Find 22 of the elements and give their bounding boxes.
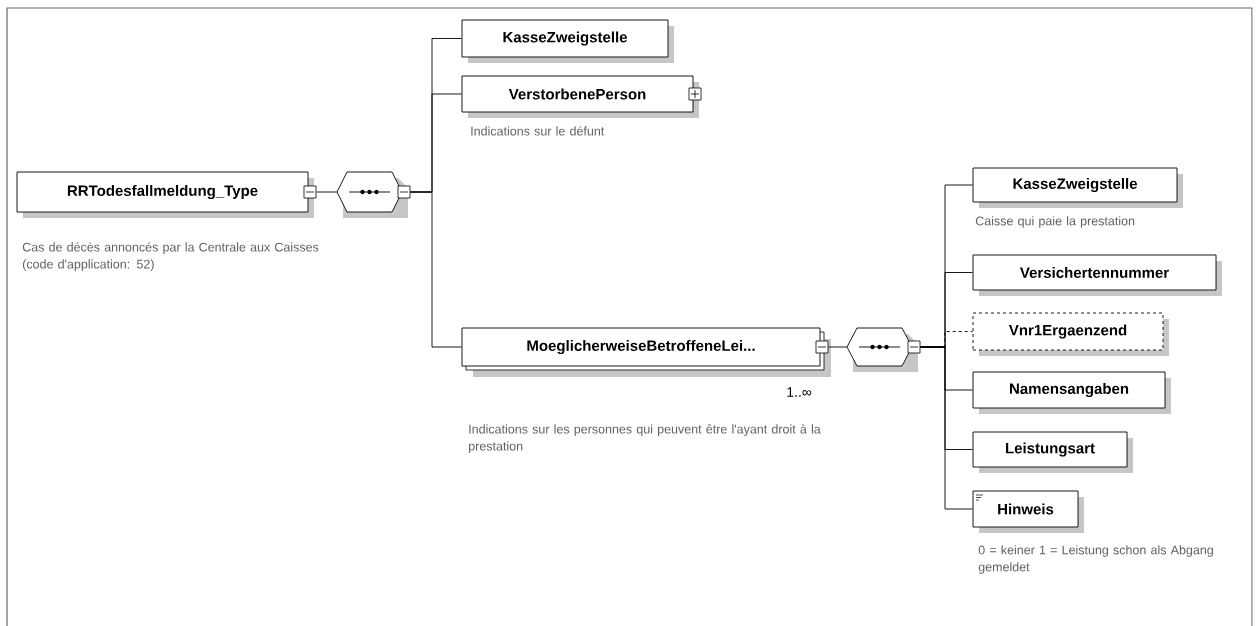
element-box: Leistungsart — [972, 431, 1133, 473]
annotation-text: Indications sur les personnes qui peuvent être l'ayant droit à la prestation — [469, 424, 821, 453]
connector-line — [409, 191, 462, 348]
multiplicity-label: 1..∞ — [787, 387, 812, 397]
connector-line — [316, 191, 338, 193]
annotation-text: 0 = keiner 1 = Leistung schon als Abgang gemeldet — [978, 545, 1213, 574]
element-box: Namensangaben — [972, 371, 1171, 414]
annotation-text: Caisse qui paie la prestation — [975, 216, 1135, 228]
sequence-symbol — [336, 171, 411, 218]
element-box: Hinweis — [972, 490, 1084, 533]
element-box: KasseZweigstelle — [461, 19, 674, 63]
connector-line — [919, 346, 974, 510]
element-box: KasseZweigstelle — [972, 167, 1183, 208]
element-box: MoeglicherweiseBetroffeneLei... — [461, 327, 831, 377]
annotation-text: Indications sur le défunt — [471, 126, 605, 136]
element-box: Vnr1Ergaenzend — [972, 312, 1169, 356]
element-box: Versichertennummer — [972, 254, 1222, 296]
element-box: RRTodesfallmeldung_Type — [16, 171, 317, 218]
connector-line — [828, 346, 848, 348]
sequence-symbol — [846, 327, 921, 372]
element-box: VerstorbenePerson — [461, 75, 702, 118]
annotation-text: Cas de décès annoncés par la Centrale aux Caisses (code d'application: 52) — [22, 242, 319, 271]
